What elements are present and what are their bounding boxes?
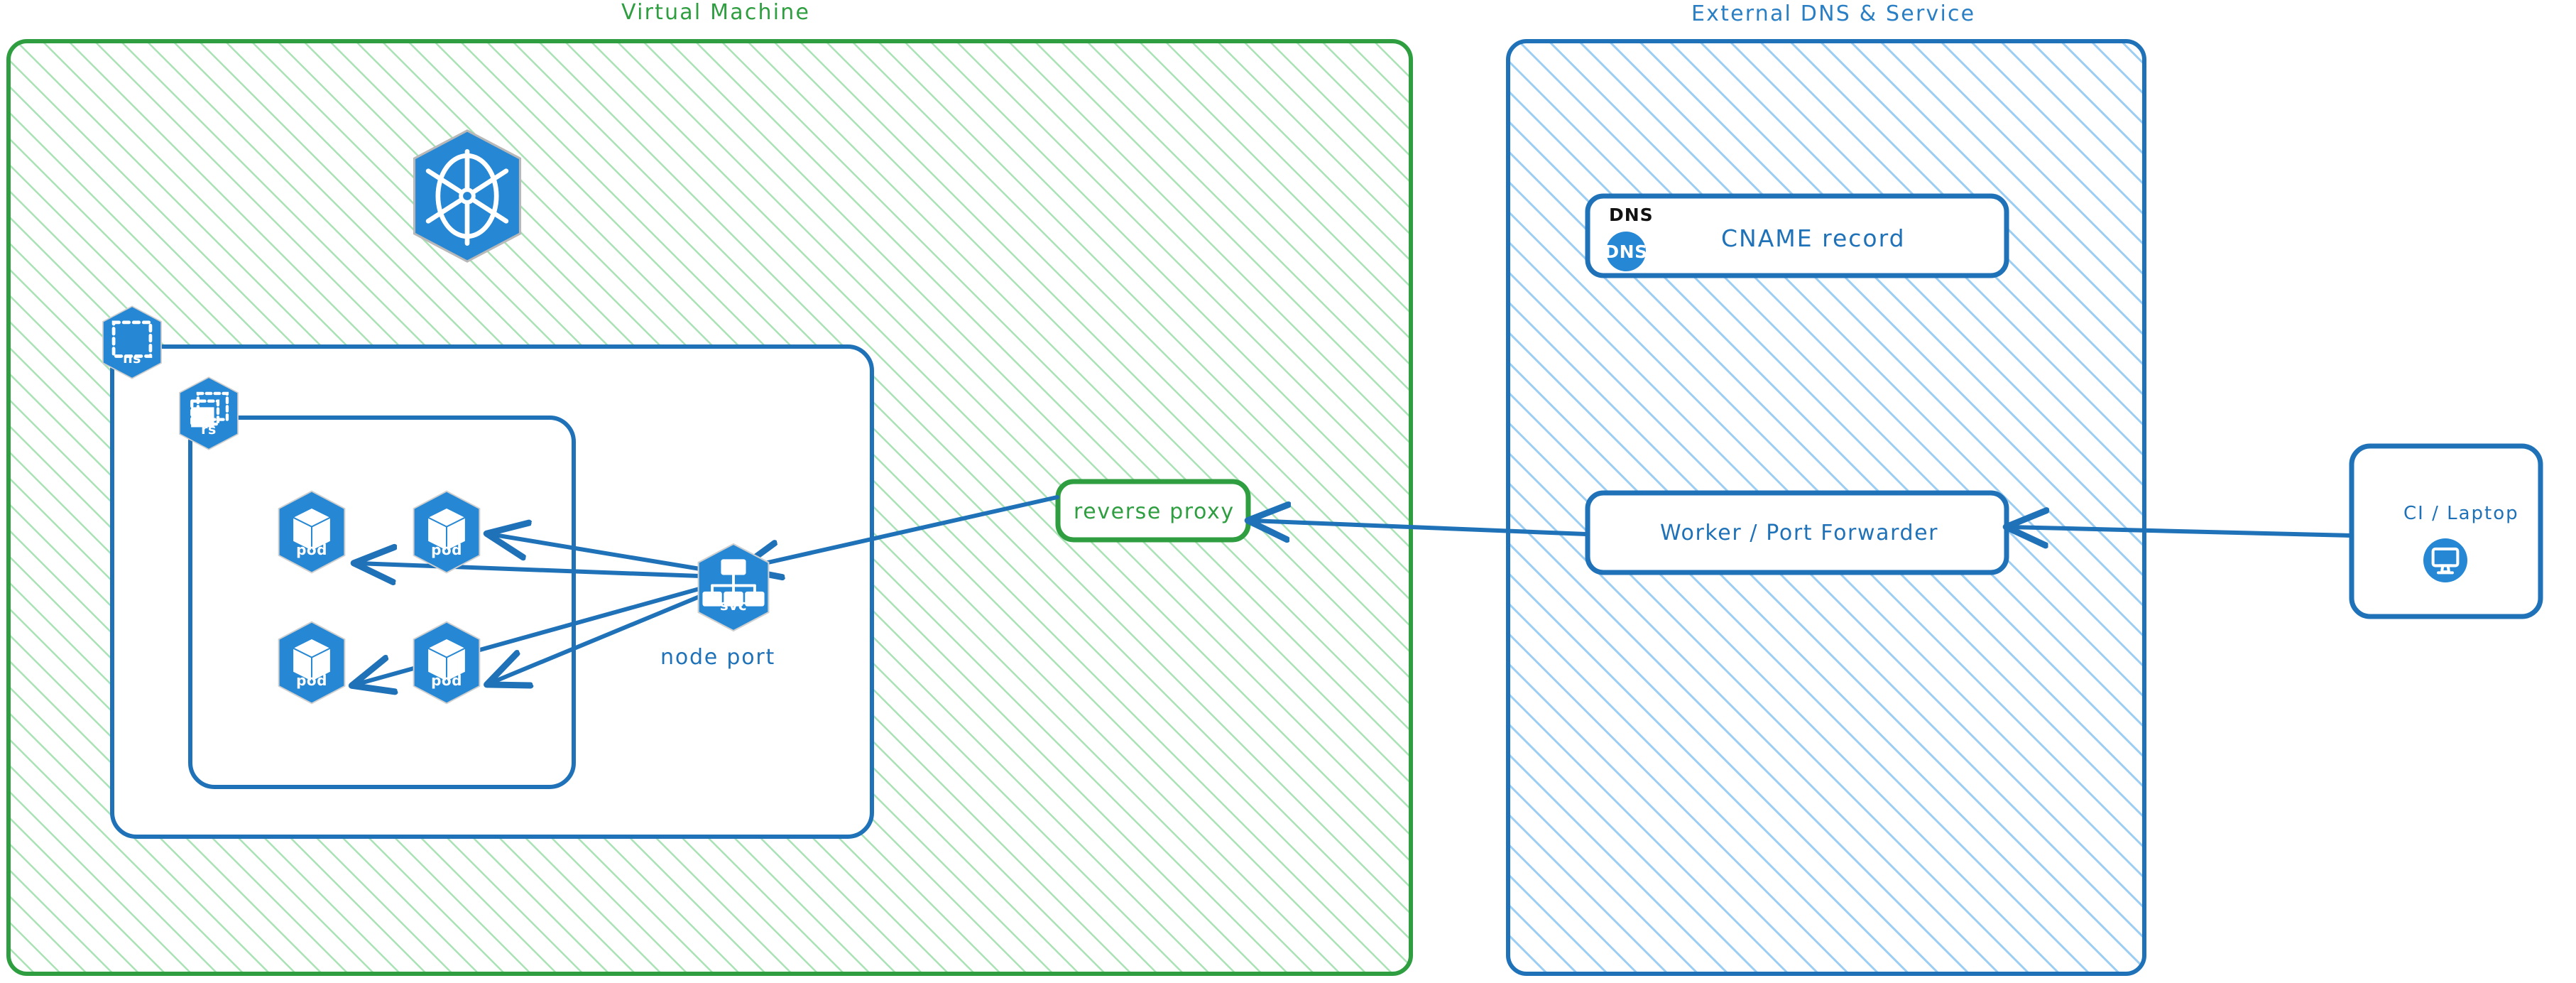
arrow-svc-to-pod-1	[357, 563, 721, 577]
panel-caption-virtual-machine: Virtual Machine	[621, 0, 811, 25]
arrow-ci-laptop-to-worker	[2009, 527, 2353, 536]
ci-laptop-label[interactable]: CI / Laptop	[2403, 503, 2519, 524]
k8s-namespace-icon: ns	[94, 304, 170, 381]
arrow-svc-to-pod-2	[490, 534, 724, 575]
cname-record-label[interactable]: CNAME record	[1721, 224, 1906, 252]
dns-badge-icon: DNS	[1604, 232, 1648, 271]
k8s-pod-icon: pod	[268, 489, 355, 575]
arrow-worker-to-reverse-proxy	[1251, 521, 1588, 534]
k8s-pod-icon: pod	[403, 619, 490, 706]
node-port-label: node port	[660, 645, 776, 670]
box-ci-laptop[interactable]	[2349, 443, 2543, 619]
k8s-pod-icon: pod	[403, 489, 490, 575]
dns-badge-text: DNS	[1604, 241, 1648, 262]
reverse-proxy-label[interactable]: reverse proxy	[1074, 499, 1235, 524]
panel-caption-external-dns-service: External DNS & Service	[1691, 1, 1976, 26]
k8s-service-icon: svc	[687, 541, 780, 634]
k8s-pod-icon: pod	[268, 619, 355, 706]
desktop-monitor-icon	[2423, 538, 2467, 582]
worker-port-forwarder-label[interactable]: Worker / Port Forwarder	[1660, 521, 1939, 545]
k8s-replicaset-icon: rs	[170, 375, 247, 452]
box-dns-cname[interactable]	[1585, 193, 2009, 278]
arrow-svc-to-pod-4	[490, 586, 722, 683]
arrow-reverse-proxy-to-svc	[743, 495, 1059, 568]
dns-header-label: DNS	[1609, 205, 1654, 225]
kubernetes-wheel-icon	[398, 126, 537, 266]
